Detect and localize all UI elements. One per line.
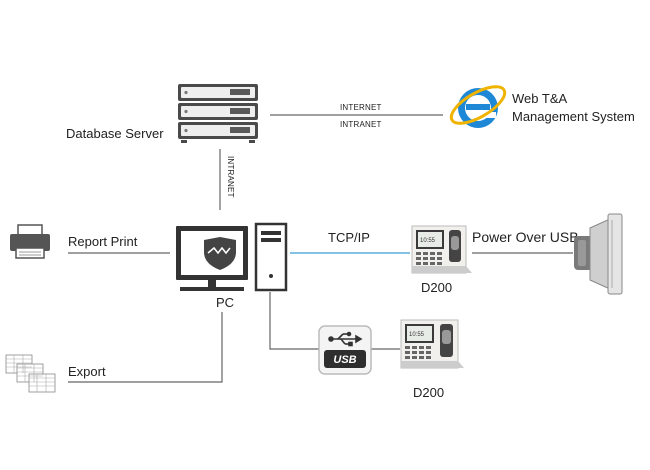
usb-drive-icon: USB [318,325,372,375]
intranet-vertical-label: INTRANET [226,156,235,198]
printer-icon [10,224,50,259]
web-label-line1: Web T&A [512,91,567,106]
pc-label: PC [216,295,234,310]
d200-bottom-label: D200 [413,385,444,400]
terminal-time-bottom: 10:55 [409,332,425,338]
monitor-icon [176,226,248,291]
pc: PC [176,222,288,310]
power-adapter-icon [574,213,623,295]
d200-top-label: D200 [421,280,452,295]
web-label-line2: Management System [512,109,635,124]
power-over-usb-label: Power Over USB [472,229,579,245]
terminal-time-top: 10:55 [420,238,436,244]
d200-bottom: 10:55 D200 [400,319,464,400]
internet-explorer-icon [449,85,507,128]
internet-label: INTERNET [340,103,382,112]
intranet-horizontal-label: INTRANET [340,120,382,129]
report-print: Report Print [10,224,138,259]
attendance-terminal-icon: 10:55 [411,225,472,274]
tcpip-label: TCP/IP [328,230,370,245]
database-server-label: Database Server [66,126,164,141]
spreadsheet-icon [5,354,56,393]
pc-tower-icon [254,222,288,292]
export-label: Export [68,364,106,379]
export-pc-line [68,312,223,383]
connection-lines [68,114,573,383]
database-server: Database Server [66,84,258,143]
d200-top: 10:55 D200 [411,225,472,295]
export: Export [5,354,106,393]
attendance-terminal-icon: 10:55 [400,319,464,369]
server-icon [178,84,258,143]
web-management-system: Web T&A Management System [449,85,635,128]
usb-label: USB [333,354,356,366]
report-print-label: Report Print [68,234,138,249]
